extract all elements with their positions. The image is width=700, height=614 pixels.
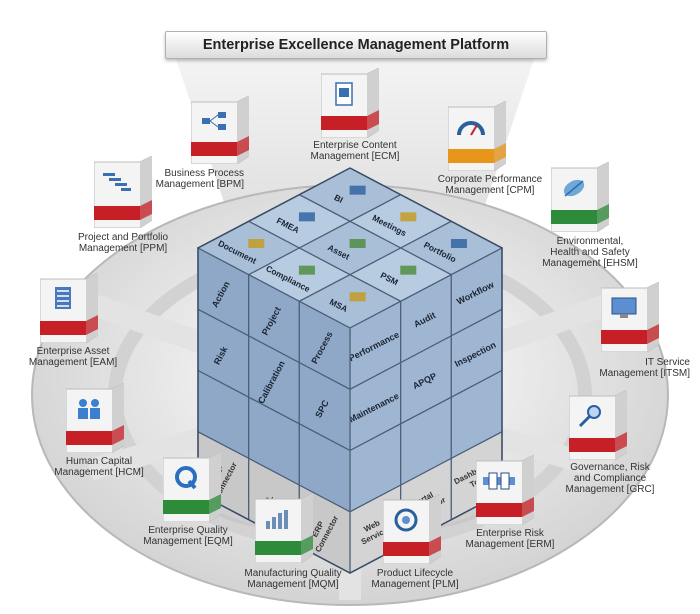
q-letter-icon <box>175 466 197 490</box>
module-label-grc: Governance, Risk and Compliance Manageme… <box>565 462 655 495</box>
module-label-hcm: Human Capital Management [HCM] <box>54 456 144 478</box>
module-label-erm: Enterprise Risk Management [ERM] <box>465 528 555 550</box>
bar-chart-icon <box>266 510 288 529</box>
document-icon <box>335 82 353 106</box>
module-label-ecm: Enterprise Content Management [ECM] <box>310 140 400 162</box>
module-box-grc <box>568 389 628 461</box>
module-box-hcm <box>65 382 125 454</box>
process-flow-icon <box>202 112 226 130</box>
module-label-mqm: Manufacturing Quality Management [MQM] <box>244 568 342 590</box>
module-box-eqm <box>162 451 222 523</box>
cube-cell-icon <box>400 212 417 222</box>
module-box-mqm <box>254 492 314 564</box>
module-label-ppm: Project and Portfolio Management [PPM] <box>77 232 169 254</box>
cube-cell-icon <box>248 239 265 248</box>
cube-cell-icon <box>298 265 315 275</box>
cube-cell-icon <box>349 185 366 195</box>
page-title: Enterprise Excellence Management Platfor… <box>165 31 547 59</box>
magnifier-icon <box>578 405 601 428</box>
module-label-cpm: Corporate Performance Management [CPM] <box>437 174 543 196</box>
module-label-itsm: IT Service Management [ITSM] <box>599 357 690 379</box>
cube-cell-icon <box>298 212 315 222</box>
module-label-eam: Enterprise Asset Management [EAM] <box>28 346 118 368</box>
module-box-ecm <box>320 67 380 139</box>
gauge-icon <box>457 121 485 136</box>
cube-cell-icon <box>349 292 366 302</box>
cube-top-label-3: BI <box>333 192 345 205</box>
cube-cell-icon <box>450 239 467 248</box>
module-label-bpm: Business Process Management [BPM] <box>155 168 244 190</box>
lifecycle-icon <box>394 508 418 532</box>
module-label-eqm: Enterprise Quality Management [EQM] <box>143 525 233 547</box>
module-box-bpm <box>190 95 250 165</box>
leaf-icon <box>563 179 585 197</box>
module-label-ehsm: Environmental, Health and Safety Managem… <box>542 236 638 269</box>
module-box-itsm <box>600 281 660 353</box>
cube-outline <box>197 167 503 574</box>
cube-cell-icon <box>349 239 366 248</box>
module-label-plm: Product Lifecycle Management [PLM] <box>371 568 459 590</box>
module-box-erm <box>475 454 535 526</box>
module-box-plm <box>382 493 442 565</box>
module-box-eam <box>39 272 99 344</box>
monitor-icon <box>611 297 637 318</box>
module-box-ppm <box>93 155 153 229</box>
gantt-icon <box>103 173 131 191</box>
building-icon <box>55 287 71 309</box>
module-box-ehsm <box>550 161 610 233</box>
risk-icon <box>483 472 515 490</box>
people-icon <box>78 399 100 419</box>
cube-cell-icon <box>400 265 417 275</box>
module-box-cpm <box>447 100 507 172</box>
